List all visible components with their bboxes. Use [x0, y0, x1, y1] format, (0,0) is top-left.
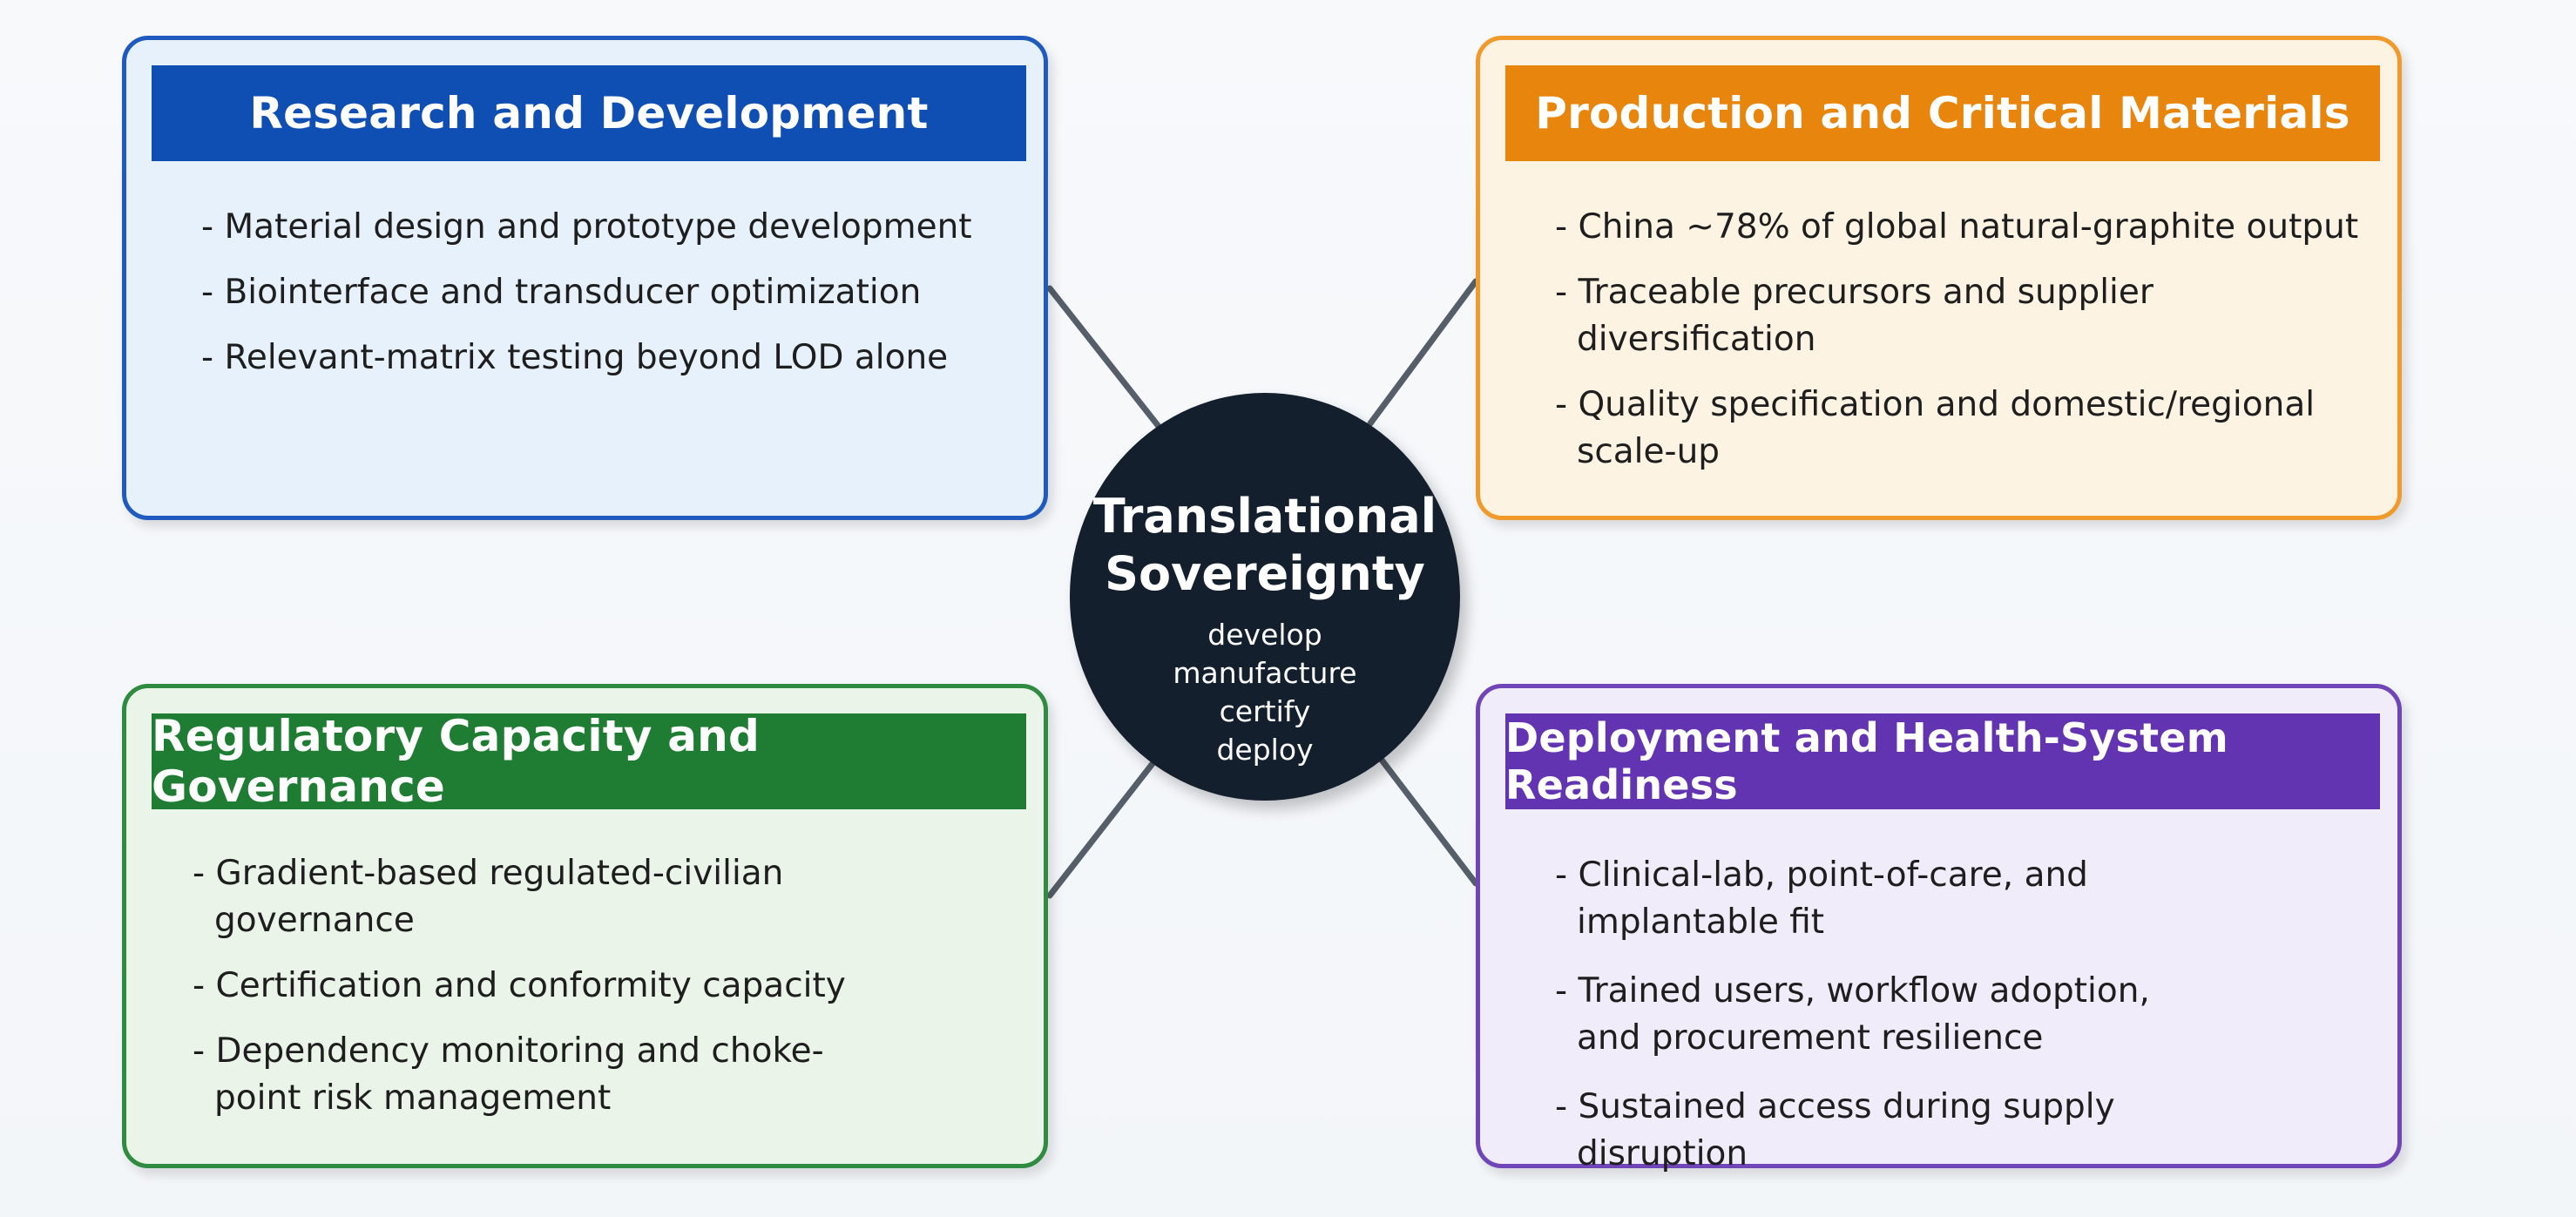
connector-research — [1046, 285, 1164, 432]
research-development-card: Research and Development Material design… — [122, 36, 1048, 520]
connector-production — [1367, 278, 1479, 427]
connector-deployment — [1377, 755, 1479, 887]
hub-steps: develop manufacture certify deploy — [1070, 616, 1460, 769]
deployment-readiness-title: Deployment and Health-System Readiness — [1505, 713, 2380, 809]
production-materials-list: China ~78% of global natural-graphite ou… — [1555, 204, 2374, 494]
list-item: Relevant-matrix testing beyond LOD alone — [201, 335, 1020, 382]
list-item: Certification and conformity capacity — [193, 963, 907, 1010]
research-development-title: Research and Development — [152, 65, 1026, 161]
production-materials-card: Production and Critical Materials China … — [1476, 36, 2402, 520]
regulatory-governance-title: Regulatory Capacity and Governance — [152, 711, 1026, 812]
hub-step-develop: develop — [1207, 618, 1322, 652]
list-item: China ~78% of global natural-graphite ou… — [1555, 204, 2374, 251]
hub-title-line2: Sovereignty — [1105, 546, 1425, 601]
list-item: Gradient-based regulated-civilian govern… — [193, 850, 907, 944]
production-materials-title: Production and Critical Materials — [1505, 65, 2380, 161]
regulatory-governance-card: Regulatory Capacity and Governance Gradi… — [122, 684, 1048, 1168]
hub-step-deploy: deploy — [1216, 733, 1314, 767]
deployment-readiness-list: Clinical-lab, point-of-care, and implant… — [1555, 852, 2217, 1200]
research-development-list: Material design and prototype developmen… — [201, 204, 1020, 400]
list-item: Material design and prototype developmen… — [201, 204, 1020, 251]
list-item: Trained users, workflow adoption, and pr… — [1555, 968, 2217, 1062]
list-item: Clinical-lab, point-of-care, and implant… — [1555, 852, 2217, 946]
list-item: Dependency monitoring and choke-point ri… — [193, 1028, 907, 1122]
hub-title-line1: Translational — [1092, 489, 1437, 544]
list-item: Biointerface and transducer optimization — [201, 269, 1020, 316]
hub-step-certify: certify — [1219, 694, 1311, 728]
hub-title: Translational Sovereignty — [1070, 488, 1460, 603]
list-item: Traceable precursors and supplier divers… — [1555, 269, 2374, 363]
central-hub: Translational Sovereignty develop manufa… — [1070, 393, 1460, 801]
deployment-readiness-card: Deployment and Health-System Readiness C… — [1476, 684, 2402, 1173]
hub-step-manufacture: manufacture — [1173, 656, 1357, 690]
connector-regulatory — [1046, 758, 1158, 899]
list-item: Sustained access during supply disruptio… — [1555, 1084, 2217, 1178]
regulatory-governance-list: Gradient-based regulated-civilian govern… — [193, 850, 907, 1140]
list-item: Quality specification and domestic/regio… — [1555, 382, 2374, 476]
